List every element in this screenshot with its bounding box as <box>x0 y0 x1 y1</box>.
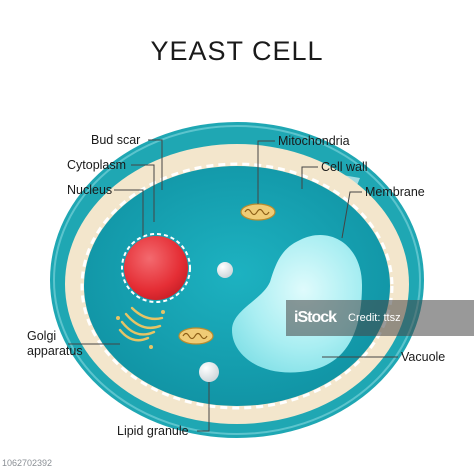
leader-cytoplasm <box>131 164 155 222</box>
nucleus <box>124 236 188 300</box>
mitochondrion <box>178 327 214 345</box>
watermark-credit: Credit: ttsz <box>348 312 401 324</box>
label-cell-wall: Cell wall <box>321 160 368 174</box>
lipid-granule <box>217 262 233 278</box>
leader-lipid-granule <box>197 382 210 432</box>
leader-nucleus <box>114 189 144 236</box>
mitochondrion <box>240 203 276 221</box>
footer-bar <box>0 447 474 473</box>
cell-wall-highlight <box>53 125 421 435</box>
stock-id: 1062702392 <box>2 458 53 468</box>
label-membrane: Membrane <box>365 185 425 199</box>
label-lipid-granule: Lipid granule <box>117 424 189 438</box>
stock-watermark: iStock Credit: ttsz <box>286 300 474 336</box>
label-nucleus: Nucleus <box>67 183 113 197</box>
label-golgi-line1: Golgi <box>27 329 57 343</box>
istock-logo: iStock <box>294 309 337 326</box>
label-golgi-line2: apparatus <box>27 344 83 358</box>
label-mitochondria: Mitochondria <box>278 134 350 148</box>
label-bud-scar: Bud scar <box>91 133 141 147</box>
leader-bud-scar <box>148 139 163 190</box>
lipid-granule <box>199 362 219 382</box>
label-cytoplasm: Cytoplasm <box>67 158 127 172</box>
label-vacuole: Vacuole <box>401 350 446 364</box>
membrane <box>80 162 394 410</box>
leader-membrane <box>341 191 362 239</box>
leader-cell-wall <box>301 166 318 189</box>
leader-mitochondria <box>257 140 275 204</box>
nuclear-envelope <box>121 233 191 303</box>
golgi-apparatus <box>116 306 165 349</box>
diagram-title: YEAST CELL <box>150 36 324 66</box>
